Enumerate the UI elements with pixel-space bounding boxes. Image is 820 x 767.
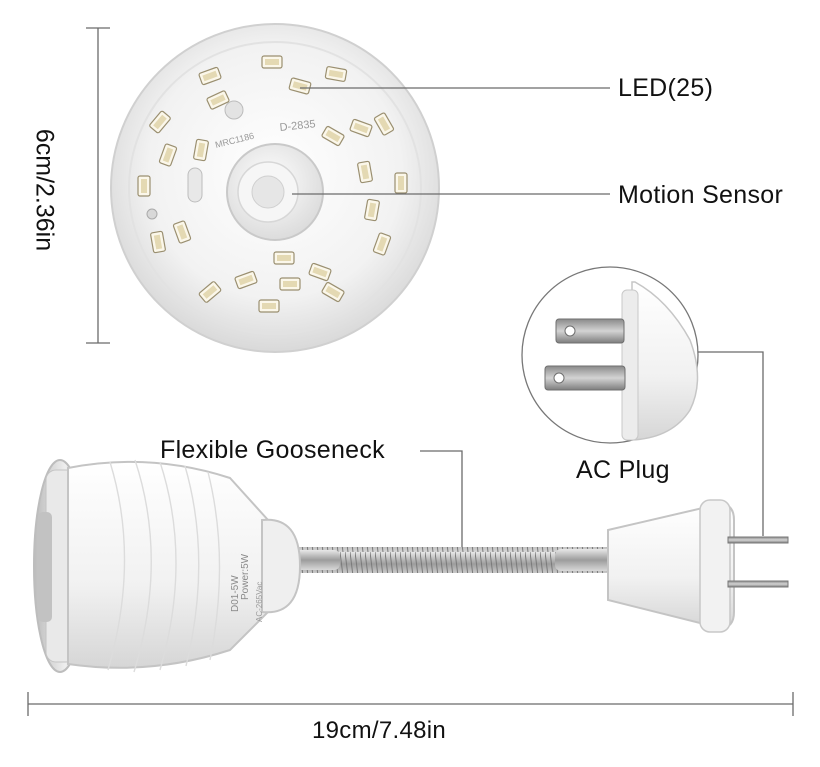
led-count-label: LED(25) bbox=[618, 74, 714, 102]
led-chip-core bbox=[277, 255, 291, 261]
led-chip-core bbox=[353, 122, 369, 134]
plug-prong-upper bbox=[555, 318, 625, 344]
led-chip-core bbox=[153, 234, 163, 250]
plug-prong-side-lower bbox=[727, 580, 789, 588]
gooseneck-callout bbox=[420, 450, 463, 550]
plug-end bbox=[607, 499, 789, 633]
led-chip-core bbox=[376, 236, 388, 252]
led-chip-core bbox=[325, 285, 341, 299]
led-chip-core bbox=[377, 116, 391, 132]
led-chip-core bbox=[141, 179, 147, 193]
led-chip-core bbox=[202, 285, 218, 299]
height-dimension bbox=[86, 27, 110, 344]
plug-prong-side-upper bbox=[727, 536, 789, 544]
ac-plug-callout bbox=[698, 351, 764, 536]
light-sensor-component bbox=[224, 100, 244, 120]
led-chips bbox=[137, 55, 408, 313]
ac-plug-detail bbox=[521, 266, 699, 444]
width-dimension bbox=[27, 692, 794, 716]
led-chip-core bbox=[367, 202, 377, 218]
led-chip-core bbox=[283, 281, 297, 287]
motion-sensor-label: Motion Sensor bbox=[618, 181, 784, 209]
led-chip-core bbox=[202, 70, 218, 82]
led-chip-core bbox=[398, 176, 404, 190]
gooseneck-label: Flexible Gooseneck bbox=[160, 436, 385, 464]
board-capacitor bbox=[187, 167, 203, 203]
height-dimension-label: 6cm/2.36in bbox=[30, 128, 59, 252]
ac-plug-label: AC Plug bbox=[576, 456, 670, 484]
led-disc-top-view: D-2835 MRC1186 bbox=[110, 23, 440, 353]
body-model-text: D01-5W bbox=[230, 575, 241, 612]
board-code-text: D-2835 bbox=[279, 118, 316, 134]
led-chip-core bbox=[210, 94, 226, 106]
board-component bbox=[146, 208, 158, 220]
body-power-text: Power:5W bbox=[240, 553, 251, 600]
led-chip-core bbox=[312, 266, 328, 278]
width-dimension-label: 19cm/7.48in bbox=[312, 717, 447, 744]
led-chip-core bbox=[238, 274, 254, 286]
led-chip-core bbox=[265, 59, 279, 65]
motion-sensor bbox=[226, 143, 324, 241]
led-chip-core bbox=[153, 114, 167, 130]
lamp-body: Power:5W D01-5W AC-265Vac bbox=[67, 459, 302, 673]
led-chip-core bbox=[325, 129, 341, 143]
body-voltage-text: AC-265Vac bbox=[255, 582, 264, 622]
led-chip-core bbox=[176, 224, 188, 240]
led-chip-core bbox=[162, 147, 174, 163]
plug-prong-lower bbox=[544, 365, 626, 391]
lamp-side-view: Power:5W D01-5W AC-265Vac bbox=[33, 459, 789, 673]
led-chip-core bbox=[196, 142, 206, 158]
led-chip-core bbox=[360, 164, 370, 180]
led-chip-core bbox=[262, 303, 276, 309]
led-chip-core bbox=[328, 69, 344, 79]
